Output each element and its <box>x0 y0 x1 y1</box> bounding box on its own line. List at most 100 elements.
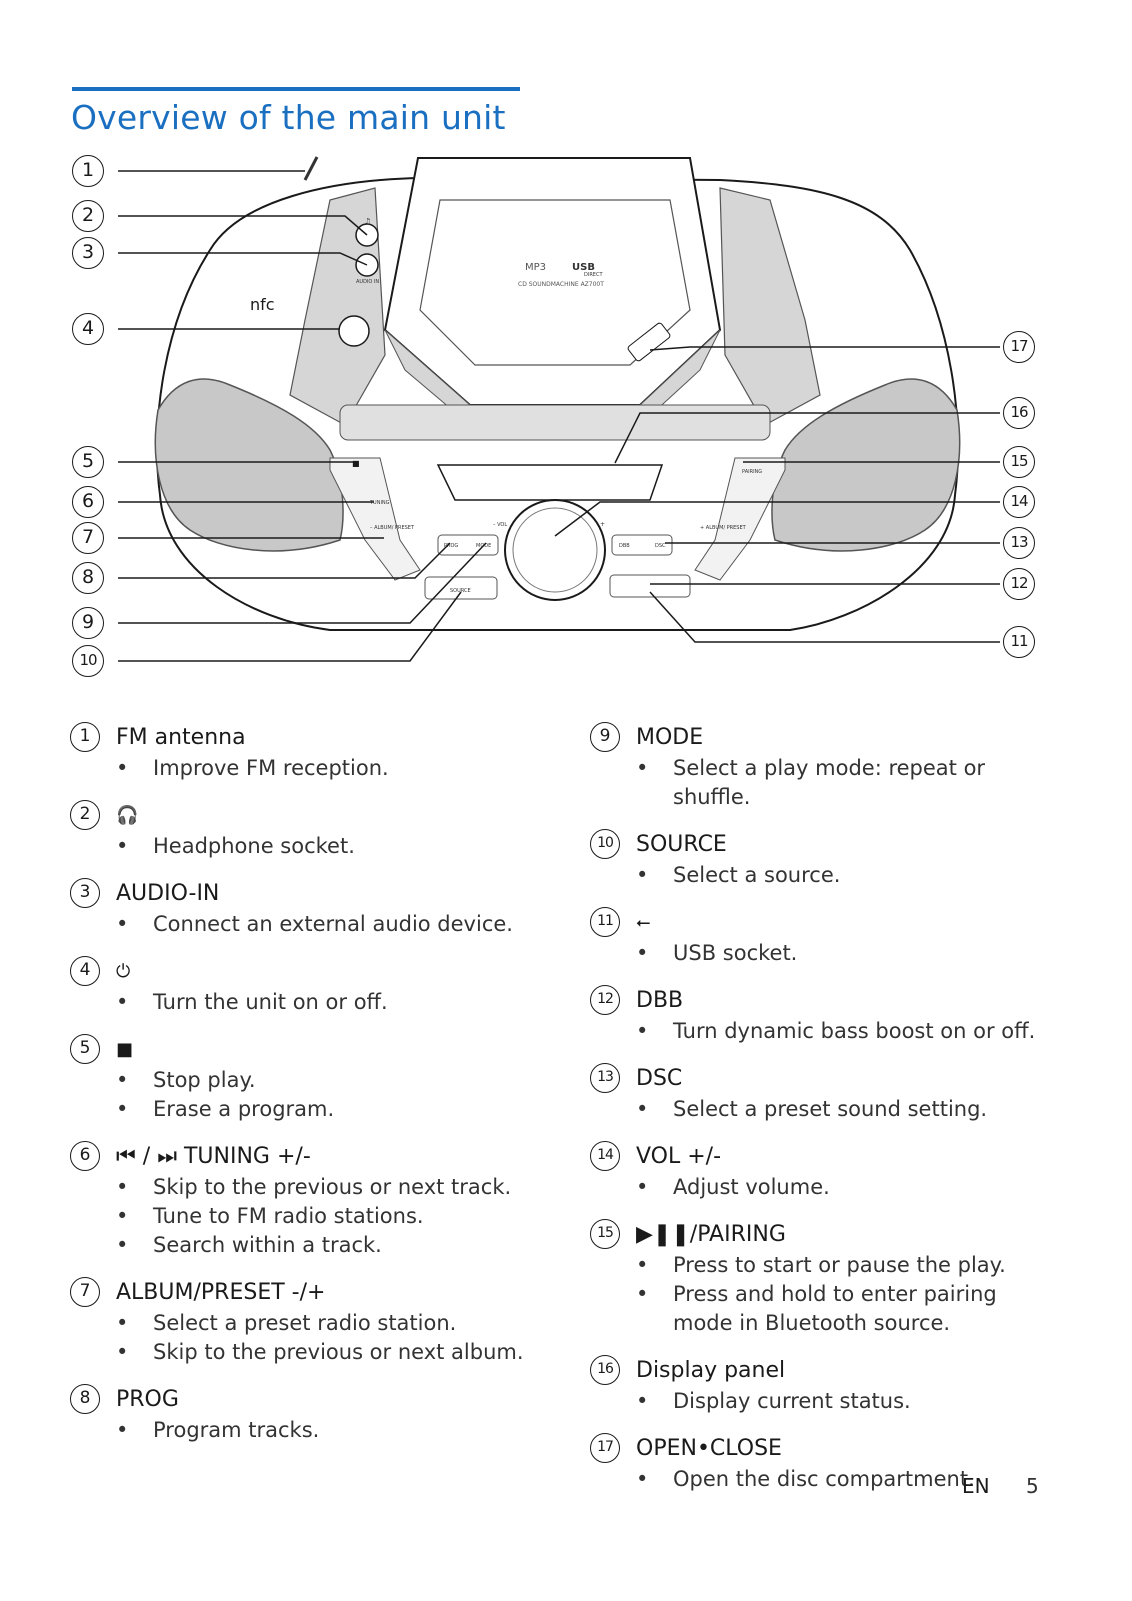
top-bar <box>339 404 771 441</box>
item-bullet: Skip to the previous or next track. <box>116 1173 530 1202</box>
callout-9: 9 <box>72 607 104 639</box>
item-title: Display panel <box>636 1357 786 1383</box>
page-title: Overview of the main unit <box>71 98 506 137</box>
device-label-tuning: TUNING <box>369 500 390 506</box>
device-label-vol-minus: – VOL <box>493 522 507 528</box>
leader-lines-right <box>554 346 1000 643</box>
item-number: 14 <box>590 1141 620 1171</box>
callout-10: 10 <box>72 645 104 677</box>
right-speaker <box>771 378 961 552</box>
callout-8: 8 <box>72 562 104 594</box>
item-title: VOL +/- <box>636 1143 722 1169</box>
item-bullet: Program tracks. <box>116 1416 530 1445</box>
item-11: 11⭠ USB socket. <box>590 905 1050 968</box>
callout-4: 4 <box>72 313 104 345</box>
item-bullet: Select a preset radio station. <box>116 1309 530 1338</box>
footer-page-number: 5 <box>1026 1474 1039 1498</box>
item-2: 2 🎧 Headphone socket. <box>70 798 530 861</box>
item-number: 12 <box>590 985 620 1015</box>
callout-12: 12 <box>1003 568 1035 600</box>
device-label-album-right: + ALBUM/ PRESET <box>700 525 747 531</box>
item-title: AUDIO-IN <box>116 880 220 906</box>
item-bullet: Select a source. <box>636 861 1050 890</box>
device-label-direct: DIRECT <box>584 272 603 278</box>
item-bullet: USB socket. <box>636 939 1050 968</box>
callout-2: 2 <box>72 200 104 232</box>
item-bullet: Turn dynamic bass boost on or off. <box>636 1017 1050 1046</box>
boombox-illustration: ♫ AUDIO IN nfc MP3 USB DIRECT CD SOUNDMA… <box>118 156 1000 662</box>
item-number: 10 <box>590 829 620 859</box>
item-5: 5■ Stop play. Erase a program. <box>70 1032 530 1124</box>
item-bullet: Erase a program. <box>116 1095 530 1124</box>
device-label-audio-in: AUDIO IN <box>356 279 379 285</box>
item-bullet: Skip to the previous or next album. <box>116 1338 530 1367</box>
device-label-mp3: MP3 <box>525 262 546 273</box>
device-label-stop: ■ <box>352 459 360 468</box>
unit-figure: ♫ AUDIO IN nfc MP3 USB DIRECT CD SOUNDMA… <box>0 140 1132 700</box>
item-bullet: Headphone socket. <box>116 832 530 861</box>
item-6: 6 ⏮ / ⏭ TUNING +/- Skip to the previous o… <box>70 1139 530 1260</box>
device-label-dsc: DSC <box>655 543 666 549</box>
item-8: 8 PROG Program tracks. <box>70 1382 530 1445</box>
item-number: 8 <box>70 1384 100 1414</box>
item-number: 2 <box>70 800 100 830</box>
item-7: 7 ALBUM/PRESET -/+ Select a preset radio … <box>70 1275 530 1367</box>
item-number: 7 <box>70 1277 100 1307</box>
cd-lid-inner <box>419 199 691 366</box>
power-icon: ⏻ <box>116 960 131 982</box>
callout-11: 11 <box>1003 626 1035 658</box>
item-4: 4 ⏻ Turn the unit on or off. <box>70 954 530 1017</box>
callout-13: 13 <box>1003 527 1035 559</box>
item-1: 1FM antenna Improve FM reception. <box>70 720 530 783</box>
device-label-prog: PROG <box>444 543 458 549</box>
device-label-album-left: – ALBUM/ PRESET <box>370 525 415 531</box>
item-number: 16 <box>590 1355 620 1385</box>
item-bullet: Search within a track. <box>116 1231 530 1260</box>
callout-3: 3 <box>72 237 104 269</box>
callout-6: 6 <box>72 486 104 518</box>
item-title: ▶❚❚/PAIRING <box>636 1221 786 1247</box>
device-label-pairing: PAIRING <box>742 469 762 475</box>
power-button-shape <box>338 315 370 347</box>
footer-language: EN <box>962 1474 990 1498</box>
item-bullet: Select a play mode: repeat or shuffle. <box>636 754 1050 812</box>
callout-15: 15 <box>1003 446 1035 478</box>
item-title: OPEN•CLOSE <box>636 1435 782 1461</box>
item-number: 17 <box>590 1433 620 1463</box>
display-panel-shape <box>436 464 664 501</box>
device-label-usb: USB <box>572 262 595 273</box>
item-bullet: Open the disc compartment. <box>636 1465 1050 1494</box>
item-bullet: Connect an external audio device. <box>116 910 530 939</box>
item-title: ALBUM/PRESET -/+ <box>116 1279 326 1305</box>
callout-1: 1 <box>72 155 104 187</box>
item-bullet: Improve FM reception. <box>116 754 530 783</box>
left-column: 1FM antenna Improve FM reception. 2 🎧 Hea… <box>70 720 530 1460</box>
item-15: 15▶❚❚/PAIRING Press to start or pause th… <box>590 1217 1050 1338</box>
device-label-model: CD SOUNDMACHINE AZ700T <box>518 281 604 288</box>
item-title: DBB <box>636 987 684 1013</box>
device-label-nfc: nfc <box>250 295 275 314</box>
item-title: FM antenna <box>116 724 246 750</box>
callout-16: 16 <box>1003 397 1035 429</box>
item-title: DSC <box>636 1065 683 1091</box>
item-number: 3 <box>70 878 100 908</box>
antenna-shape <box>303 156 319 181</box>
dbb-dsc-box <box>611 534 673 556</box>
headphone-icon: 🎧 <box>116 804 139 826</box>
item-title: PROG <box>116 1386 179 1412</box>
item-number: 13 <box>590 1063 620 1093</box>
item-number: 4 <box>70 956 100 986</box>
right-band <box>719 187 821 426</box>
item-bullet: Turn the unit on or off. <box>116 988 530 1017</box>
usb-port-shape <box>609 574 691 598</box>
left-keypad <box>329 457 421 581</box>
item-number: 6 <box>70 1141 100 1171</box>
item-number: 5 <box>70 1034 100 1064</box>
item-title: ⏮ / ⏭ TUNING +/- <box>116 1143 311 1169</box>
item-3: 3 AUDIO-IN Connect an external audio devi… <box>70 876 530 939</box>
